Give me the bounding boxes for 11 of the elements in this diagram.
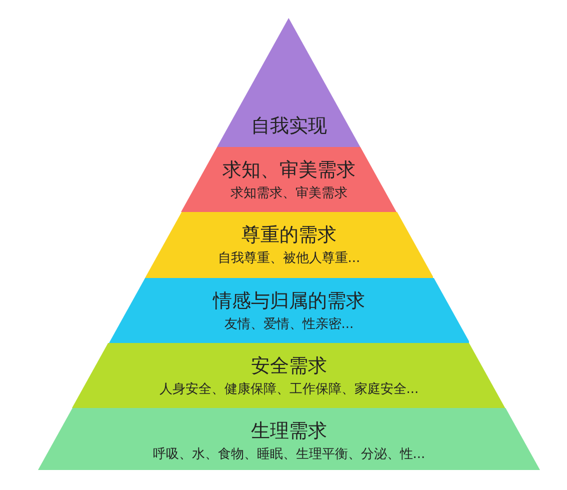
level-title: 生理需求 [251,419,327,444]
level-examples: 人身安全、健康保障、工作保障、家庭安全... [159,381,419,398]
level-title: 求知、审美需求 [222,158,356,183]
level-examples: 友情、爱情、性亲密... [224,316,354,333]
level-title: 自我实现 [250,114,327,139]
level-examples: 求知需求、审美需求 [230,185,348,202]
level-examples: 呼吸、水、食物、睡眠、生理平衡、分泌、性... [152,446,426,463]
level-title: 安全需求 [250,354,327,379]
level-title: 情感与归属的需求 [212,289,365,314]
level-title: 尊重的需求 [241,223,336,248]
level-examples: 自我尊重、被他人尊重... [218,250,360,267]
